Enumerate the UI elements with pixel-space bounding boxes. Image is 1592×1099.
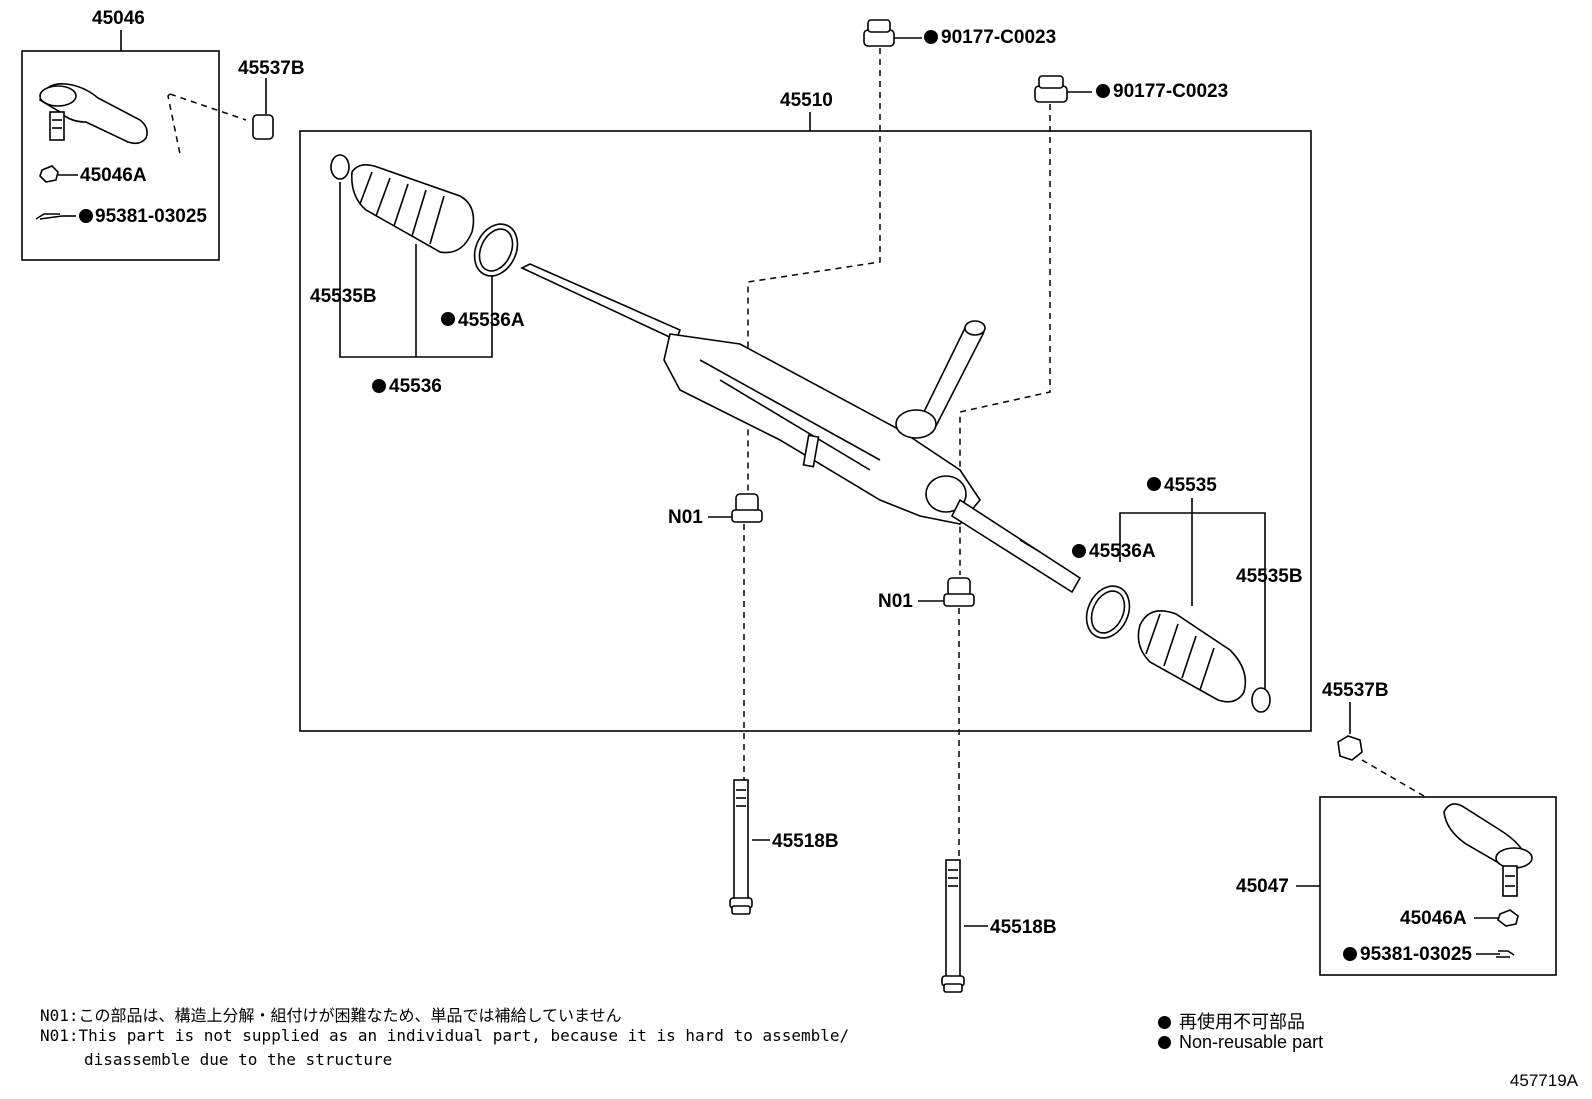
callout-95381-right: 95381-03025 xyxy=(1360,944,1472,965)
callout-45518B-left: 45518B xyxy=(772,831,839,852)
tie-rod-end-left xyxy=(39,83,148,145)
nut-45046A-right xyxy=(1497,909,1519,927)
legend-english: Non-reusable part xyxy=(1158,1032,1323,1053)
boot-clamp-45535B-left xyxy=(330,154,350,180)
nut-45537B-right xyxy=(1337,735,1363,761)
clamp-45536A-left xyxy=(473,223,519,277)
boot-clamp-45535B-right xyxy=(1251,687,1271,713)
callout-90177-mid: 90177-C0023 xyxy=(1113,81,1228,102)
note-n01-english-line1: N01:This part is not supplied as an indi… xyxy=(40,1026,850,1045)
diagram-code: 457719A xyxy=(1509,1071,1578,1090)
callout-45046A-left: 45046A xyxy=(80,165,147,186)
mounting-nut-top xyxy=(863,19,895,47)
callout-95381-left: 95381-03025 xyxy=(95,206,207,227)
callout-45537B-left: 45537B xyxy=(238,58,305,79)
callout-45535B-left: 45535B xyxy=(310,286,377,307)
callout-N01-left: N01 xyxy=(668,507,703,528)
callout-45047: 45047 xyxy=(1236,876,1289,897)
callout-45046A-right: 45046A xyxy=(1400,908,1467,929)
tie-rod-end-left-box xyxy=(21,50,220,261)
nut-45537B-left xyxy=(252,114,274,140)
cotter-pin-left xyxy=(35,213,63,220)
boot-45535-right xyxy=(1137,610,1247,703)
callout-45536A-left: 45536A xyxy=(458,310,525,331)
legend-dot-icon xyxy=(1158,1036,1171,1049)
mounting-nut-mid xyxy=(1034,75,1068,103)
cotter-pin-right xyxy=(1496,950,1515,958)
bushing-N01-right xyxy=(943,577,975,607)
bolt-45518B-left xyxy=(729,779,753,915)
boot-45536-left xyxy=(350,164,475,254)
tie-rod-end-right xyxy=(1443,803,1533,897)
callout-45535: 45535 xyxy=(1164,475,1217,496)
callout-45536A-right: 45536A xyxy=(1089,541,1156,562)
callout-45537B-right: 45537B xyxy=(1322,680,1389,701)
clamp-45536A-right xyxy=(1085,585,1131,639)
callout-45510: 45510 xyxy=(780,90,833,111)
steering-gear-box xyxy=(299,130,1312,732)
steering-rack-housing xyxy=(520,263,1082,594)
bolt-45518B-right xyxy=(941,859,965,993)
callout-45518B-right: 45518B xyxy=(990,917,1057,938)
note-n01-english-line2: disassemble due to the structure xyxy=(84,1050,393,1069)
bushing-N01-left xyxy=(731,493,763,523)
callout-90177-top: 90177-C0023 xyxy=(941,27,1056,48)
non-reusable-dot xyxy=(79,209,93,223)
callout-45536: 45536 xyxy=(389,376,442,397)
note-n01-japanese: N01:この部品は、構造上分解・組付けが困難なため、単品では補給していません xyxy=(40,1006,622,1025)
callout-N01-right: N01 xyxy=(878,591,913,612)
callout-45535B-right: 45535B xyxy=(1236,566,1303,587)
legend-dot-icon xyxy=(1158,1016,1171,1029)
nut-45046A-left xyxy=(39,165,59,183)
legend-japanese: 再使用不可部品 xyxy=(1158,1008,1305,1034)
callout-45046: 45046 xyxy=(92,8,145,29)
